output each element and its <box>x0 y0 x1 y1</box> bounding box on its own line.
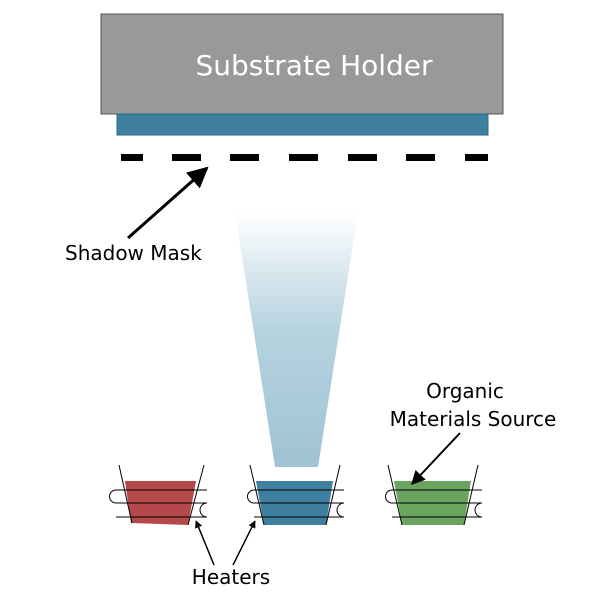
organic-source-label-line2: Materials Source <box>390 407 557 431</box>
organic-source-label-line1: Organic <box>426 379 504 403</box>
shadow-mask-arrow <box>127 166 209 240</box>
substrate <box>116 113 489 136</box>
substrate-holder-label: Substrate Holder <box>195 49 433 82</box>
substrate-holder <box>100 13 504 115</box>
crucible-red <box>118 464 205 526</box>
organic-source-arrow <box>411 432 461 486</box>
shadow-mask <box>121 154 488 161</box>
shadow-mask-label: Shadow Mask <box>65 241 202 265</box>
crucible-blue <box>249 464 341 526</box>
vapor-plume <box>235 212 358 467</box>
heater-coil-red <box>109 489 208 518</box>
heater-coil-blue <box>247 489 345 518</box>
heaters-label: Heaters <box>192 565 270 589</box>
heaters-arrow-left <box>195 520 215 566</box>
heaters-arrow-right <box>232 520 256 566</box>
crucible-green <box>387 464 479 526</box>
heater-coil-green <box>385 489 483 518</box>
